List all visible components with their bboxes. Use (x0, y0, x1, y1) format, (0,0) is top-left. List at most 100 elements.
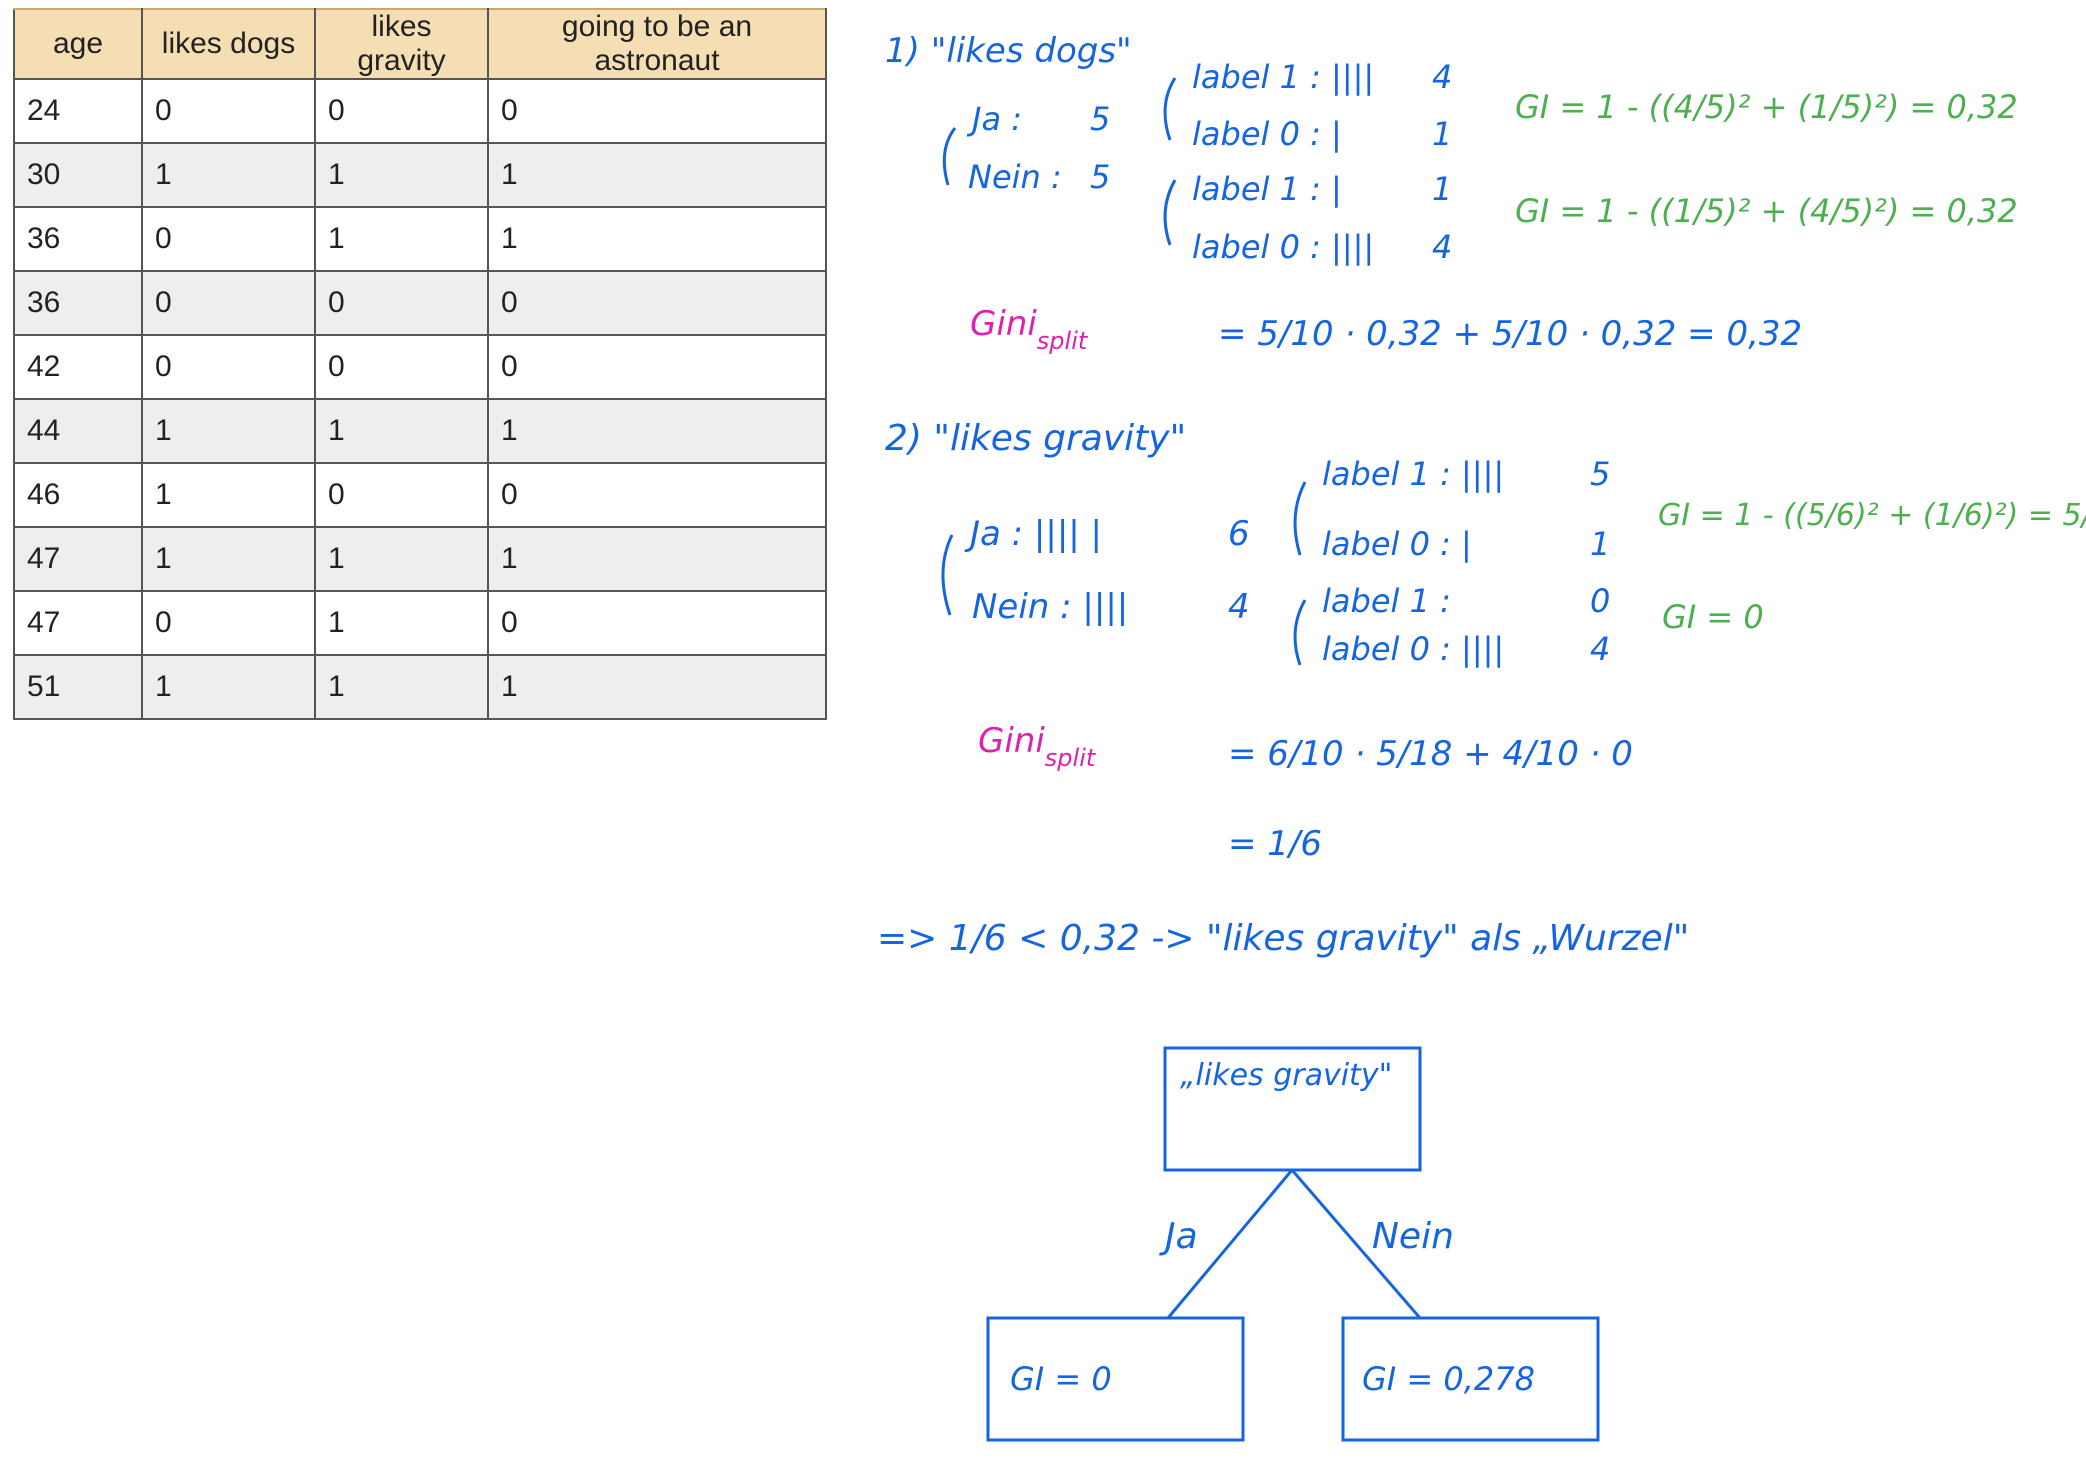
table-cell: 44 (13, 398, 143, 464)
table-cell: 1 (487, 142, 827, 208)
table-cell: 47 (13, 590, 143, 656)
table-cell: 1 (314, 398, 489, 464)
s2-gini-split-equation-2: = 1/6 (1228, 824, 1322, 864)
section2-brace-left (1293, 481, 1307, 556)
s2-gini-split-equation-1: = 6/10 · 5/18 + 4/10 · 0 (1228, 734, 1633, 774)
tree-edge-ja (1166, 1169, 1294, 1319)
s1-label0b: label 0 : |||| (1192, 228, 1374, 266)
table-cell: 1 (141, 526, 316, 592)
s2-label1b-count: 0 (1590, 582, 1610, 620)
col-header-likes-dogs: likes dogs (141, 8, 316, 80)
table-cell: 1 (487, 398, 827, 464)
col-header-astronaut: going to be an astronaut (487, 8, 827, 80)
data-table: age likes dogs likes gravity going to be… (13, 8, 827, 720)
table-cell: 30 (13, 142, 143, 208)
tree-edge-ja-label: Ja (1159, 1216, 1198, 1257)
s2-label1a: label 1 : |||| (1322, 455, 1504, 493)
table-cell: 36 (13, 270, 143, 336)
table-cell: 1 (314, 654, 489, 720)
conclusion: => 1/6 < 0,32 -> "likes gravity" als „Wu… (877, 918, 1689, 959)
table-cell: 0 (141, 590, 316, 656)
section1-title: 1) "likes dogs" (885, 31, 1132, 71)
section1-nein-count: 5 (1090, 158, 1110, 196)
tree-edge-nein-label: Nein (1372, 1216, 1454, 1257)
table-cell: 1 (314, 142, 489, 208)
section1-ja-count: 5 (1090, 100, 1110, 138)
tree-edge-nein (1290, 1169, 1422, 1319)
section1-nein: Nein : (968, 158, 1062, 196)
s1-label0a-count: 1 (1432, 115, 1452, 153)
tree-left-label: GI = 0 (1010, 1360, 1112, 1398)
col-header-age: age (13, 8, 143, 80)
table-cell: 1 (141, 654, 316, 720)
tree-right-node (1341, 1316, 1600, 1442)
s2-gini-split-label: Ginisplit (978, 721, 1097, 772)
section2-nein-count: 4 (1228, 587, 1250, 627)
s1-gini-impurity-2: GI = 1 - ((1/5)² + (4/5)²) = 0,32 (1515, 192, 2018, 230)
table-cell: 0 (487, 78, 827, 144)
table-cell: 36 (13, 206, 143, 272)
table-cell: 0 (487, 462, 827, 528)
table-cell: 24 (13, 78, 143, 144)
section2-nein: Nein : |||| (972, 587, 1128, 627)
table-cell: 47 (13, 526, 143, 592)
table-cell: 0 (314, 334, 489, 400)
section2-brace-right (1293, 599, 1307, 666)
s1-label0a: label 0 : | (1192, 115, 1342, 153)
table-cell: 1 (487, 206, 827, 272)
section2-brace (941, 534, 954, 616)
s2-label1a-count: 5 (1590, 455, 1610, 493)
s1-label1b-count: 1 (1432, 170, 1452, 208)
table-cell: 46 (13, 462, 143, 528)
section1-brace-left (1163, 77, 1177, 141)
s1-label1a-count: 4 (1432, 58, 1452, 96)
s1-gini-impurity-1: GI = 1 - ((4/5)² + (1/5)²) = 0,32 (1515, 88, 2018, 126)
table-cell: 1 (141, 462, 316, 528)
table-cell: 0 (141, 270, 316, 336)
table-cell: 0 (141, 334, 316, 400)
tree-left-node (986, 1316, 1245, 1442)
table-cell: 0 (314, 78, 489, 144)
section2-title: 2) "likes gravity" (885, 418, 1186, 459)
s2-label0b: label 0 : |||| (1322, 630, 1504, 668)
table-cell: 1 (314, 526, 489, 592)
s1-label0b-count: 4 (1432, 228, 1452, 266)
s2-gini-impurity-1: GI = 1 - ((5/6)² + (1/6)²) = 5/18 (1658, 498, 2086, 533)
table-cell: 51 (13, 654, 143, 720)
s2-label1b: label 1 : (1322, 582, 1451, 620)
table-cell: 1 (487, 526, 827, 592)
table-cell: 0 (141, 206, 316, 272)
table-cell: 1 (141, 398, 316, 464)
table-cell: 0 (487, 270, 827, 336)
s2-label0b-count: 4 (1590, 630, 1610, 668)
table-cell: 0 (314, 462, 489, 528)
s2-gini-impurity-2: GI = 0 (1662, 598, 1764, 636)
table-header: age likes dogs likes gravity going to be… (13, 8, 827, 80)
s1-label1a: label 1 : |||| (1192, 58, 1374, 96)
table-cell: 42 (13, 334, 143, 400)
tree-right-label: GI = 0,278 (1362, 1360, 1535, 1398)
s1-gini-split-label: Ginisplit (970, 304, 1089, 355)
section1-brace-right (1163, 179, 1177, 246)
col-header-likes-gravity: likes gravity (314, 8, 489, 80)
table-cell: 1 (314, 206, 489, 272)
s1-gini-split-equation: = 5/10 · 0,32 + 5/10 · 0,32 = 0,32 (1218, 314, 1802, 354)
s2-label0a-count: 1 (1590, 525, 1610, 563)
table-cell: 0 (141, 78, 316, 144)
table-cell: 1 (314, 590, 489, 656)
section2-ja: Ja : |||| | (964, 514, 1102, 554)
section2-ja-count: 6 (1228, 514, 1250, 554)
table-cell: 1 (487, 654, 827, 720)
